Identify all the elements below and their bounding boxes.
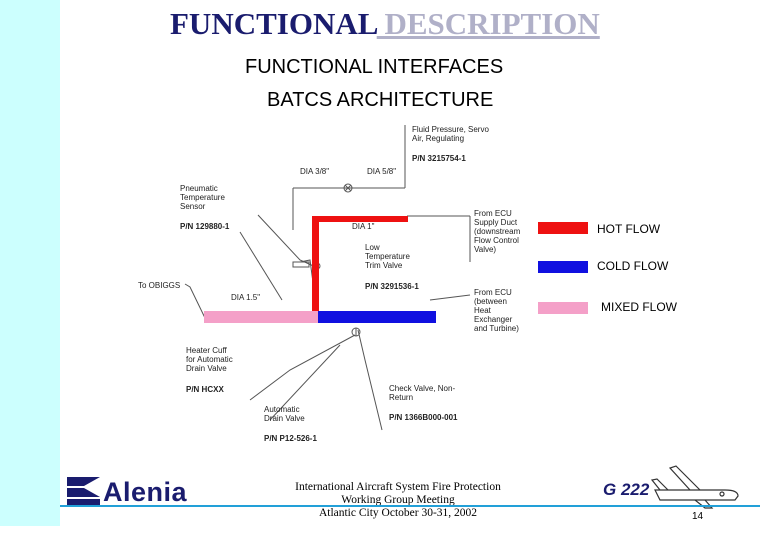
label-automatic-drain-valve: Automatic Drain Valve — [264, 405, 305, 423]
label-dia-3-8: DIA 3/8" — [300, 167, 330, 176]
conference-line-3: Atlantic City October 30-31, 2002 — [318, 507, 478, 519]
label-pneumatic-sensor: Pneumatic Temperature Sensor — [180, 184, 225, 211]
label-fluid-pressure-valve: Fluid Pressure, Servo Air, Regulating — [412, 125, 489, 143]
label-dia-1: DIA 1" — [352, 222, 375, 231]
page-number: 14 — [692, 511, 704, 522]
label-fluid-pressure-valve-pn: P/N 3215754-1 — [412, 154, 466, 163]
title-part-1: FUNCTIONAL — [170, 6, 377, 41]
subtitle-functional-interfaces: FUNCTIONAL INTERFACES — [245, 56, 504, 78]
legend-label-mixed-flow: MIXED FLOW — [601, 300, 678, 314]
mixed-flow-pipe — [204, 311, 318, 323]
footer-divider — [60, 505, 760, 507]
label-low-temp-trim-valve: Low Temperature Trim Valve — [365, 243, 410, 270]
servo-line-valve-symbol — [343, 183, 353, 193]
label-to-obiggs: To OBIGGS — [138, 281, 181, 290]
label-dia-5-8: DIA 5/8" — [367, 167, 397, 176]
label-automatic-drain-valve-pn: P/N P12-526-1 — [264, 434, 317, 443]
legend-label-cold-flow: COLD FLOW — [597, 259, 669, 273]
label-heater-cuff: Heater Cuff for Automatic Drain Valve — [186, 346, 233, 373]
label-check-valve-pn: P/N 1366B000-001 — [389, 413, 458, 422]
conference-line-1: International Aircraft System Fire Prote… — [295, 481, 501, 493]
left-sidebar-band — [0, 0, 60, 526]
aircraft-code: G 222 — [603, 480, 650, 499]
label-from-ecu-supply: From ECU Supply Duct (downstream Flow Co… — [474, 209, 521, 254]
title-part-2: DESCRIPTION — [376, 6, 600, 41]
cold-flow-pipe — [318, 311, 436, 323]
label-dia-1-5: DIA 1.5" — [231, 293, 261, 302]
conference-info: International Aircraft System Fire Prote… — [268, 481, 528, 520]
label-heater-cuff-pn: P/N HCXX — [186, 385, 224, 394]
aircraft-icon — [650, 465, 739, 509]
label-pneumatic-sensor-pn: P/N 129880-1 — [180, 222, 230, 231]
conference-line-2: Working Group Meeting — [341, 494, 455, 506]
label-low-temp-trim-valve-pn: P/N 3291536-1 — [365, 282, 419, 291]
legend-swatch-hot-flow — [538, 222, 588, 234]
label-check-valve: Check Valve, Non- Return — [389, 384, 456, 402]
hot-flow-pipe-vertical — [312, 216, 319, 312]
label-from-ecu-between: From ECU (between Heat Exchanger and Tur… — [474, 288, 519, 333]
alenia-logo-mark — [67, 477, 100, 505]
legend-swatch-cold-flow — [538, 261, 588, 273]
hot-flow-pipe-horizontal — [312, 216, 408, 222]
legend-label-hot-flow: HOT FLOW — [597, 222, 661, 236]
page-title: FUNCTIONAL DESCRIPTION — [170, 4, 600, 44]
legend-swatch-mixed-flow — [538, 302, 588, 314]
alenia-logo-text: Alenia — [103, 477, 188, 507]
subtitle-batcs-architecture: BATCS ARCHITECTURE — [267, 89, 494, 111]
